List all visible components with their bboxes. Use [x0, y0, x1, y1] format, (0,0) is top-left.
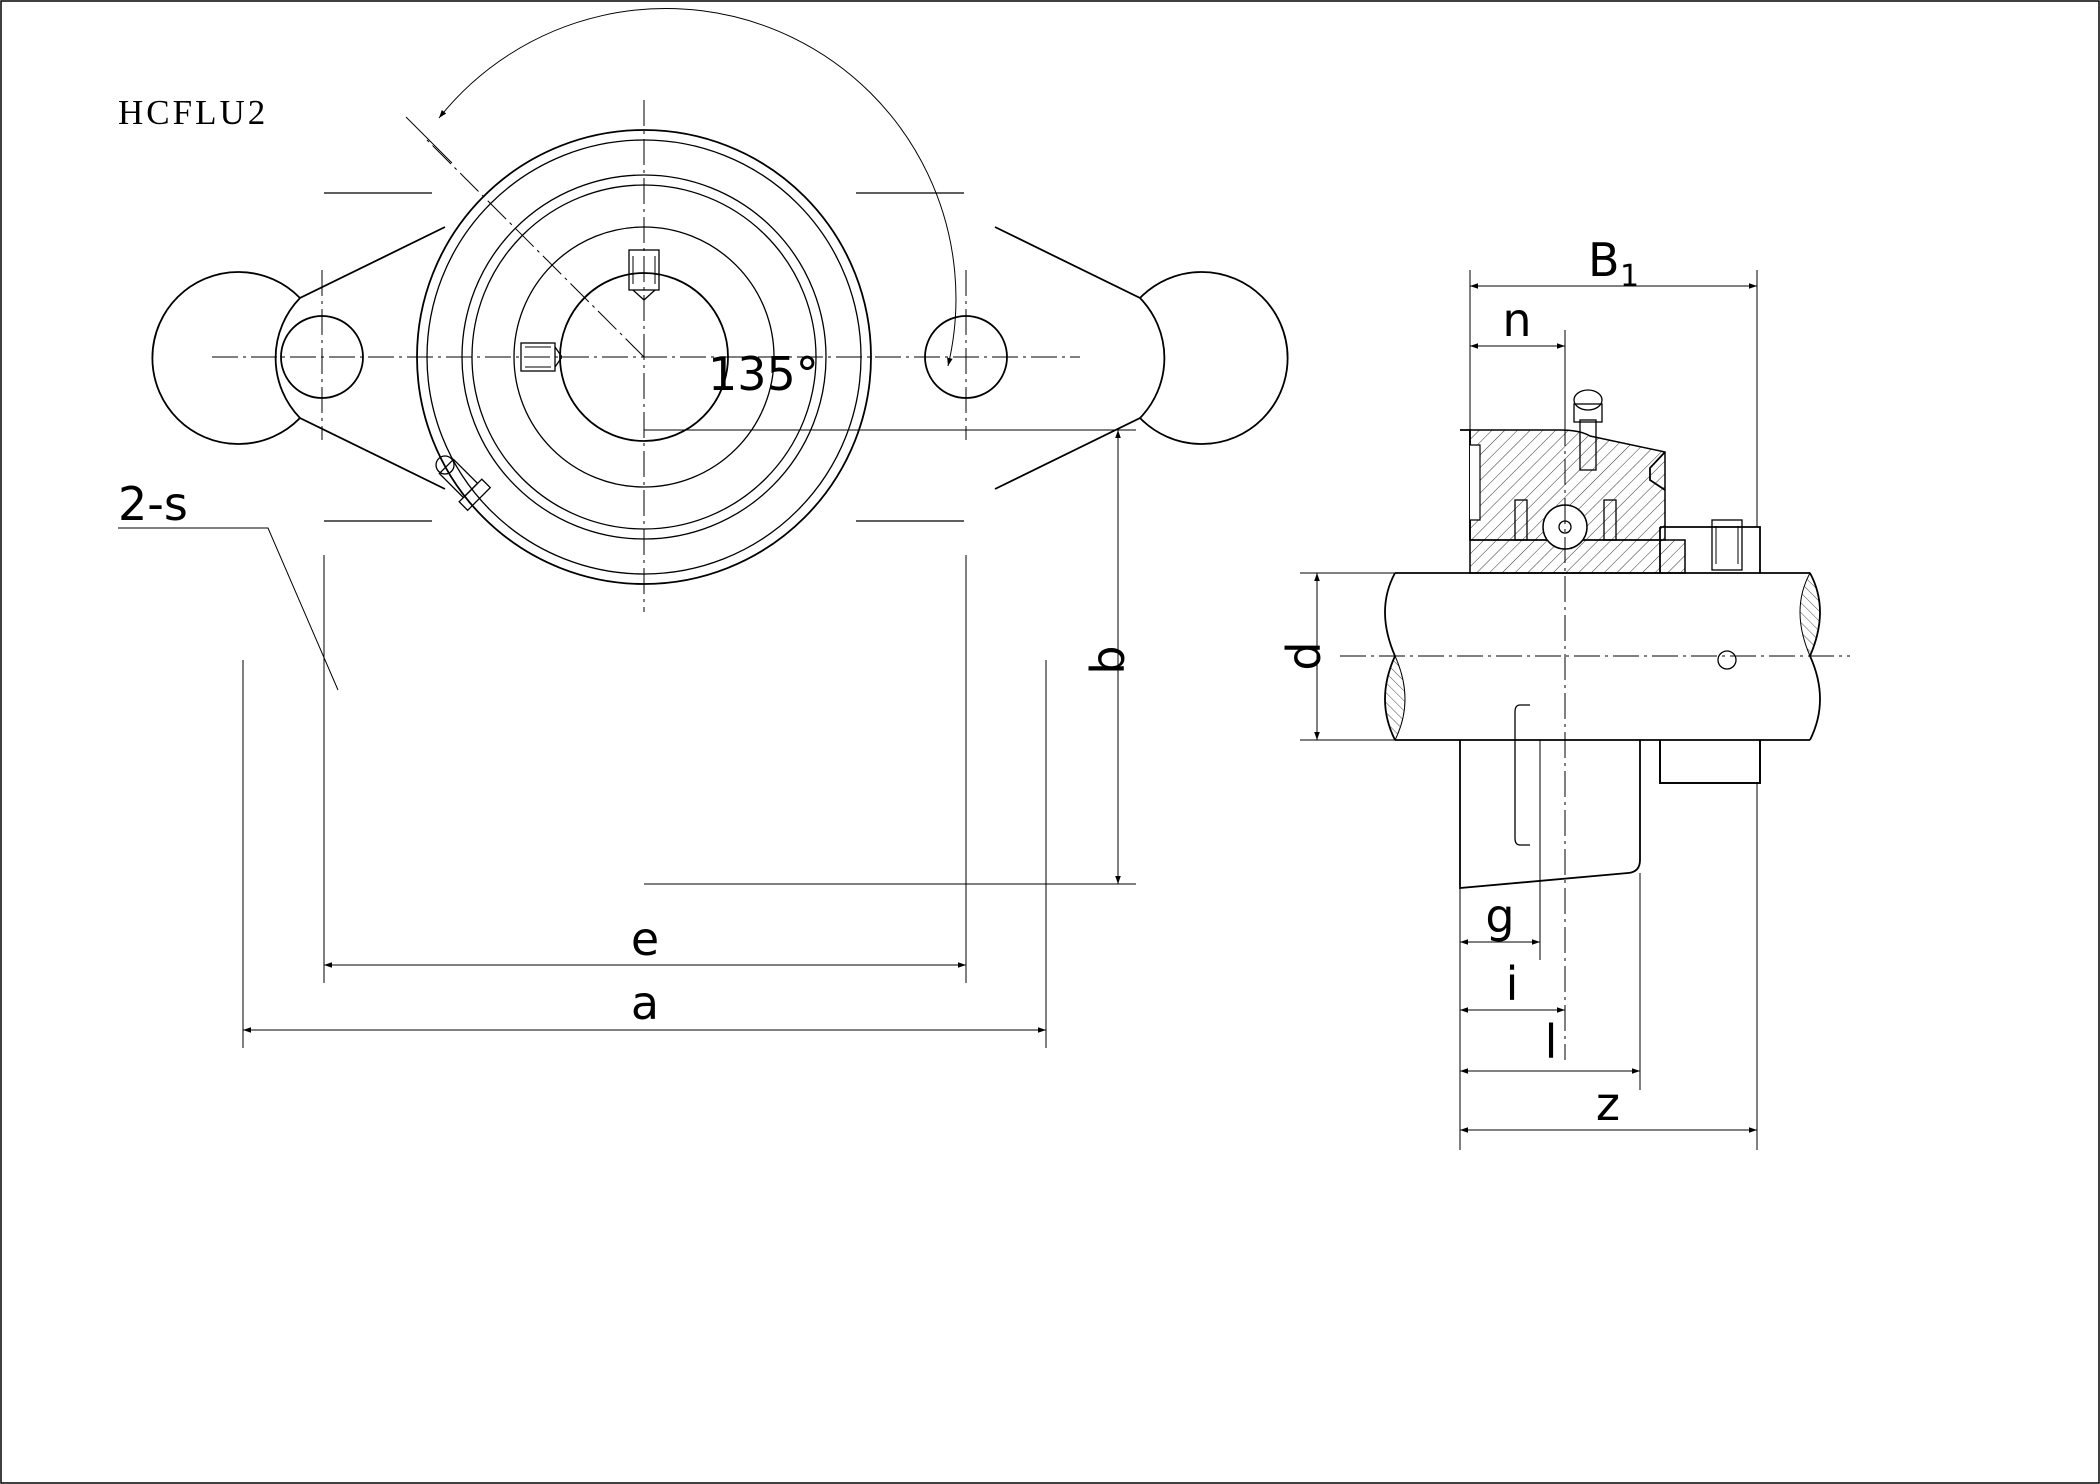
- dim-d-label: d: [1277, 641, 1331, 670]
- side-view: B 1 n d g i l z: [1277, 233, 1850, 1150]
- drawing-title: HCFLU2: [118, 93, 268, 132]
- dim-g-label: g: [1485, 889, 1514, 943]
- front-view: 135° 2-s b e a: [118, 8, 1289, 1048]
- locking-collar: [1659, 519, 1761, 784]
- holes-label: 2-s: [118, 477, 188, 531]
- holes-leader: [118, 527, 339, 691]
- dim-z-label: z: [1596, 1077, 1620, 1131]
- angle-arc: [438, 8, 957, 367]
- shaft-break-hatch-right: [1799, 571, 1821, 658]
- grease-nipple-side: [1573, 389, 1603, 471]
- housing-body-lower: [1459, 740, 1641, 889]
- dim-b1-label: B: [1588, 233, 1620, 287]
- grease-nipple-front: [435, 455, 492, 512]
- dim-n-label: n: [1502, 293, 1531, 347]
- dim-b1-subscript: 1: [1620, 259, 1639, 294]
- angle-label: 135°: [708, 347, 819, 401]
- dim-i-label: i: [1506, 957, 1519, 1011]
- dim-a-label: a: [631, 976, 659, 1030]
- dim-e-label: e: [631, 912, 659, 966]
- dim-b-label: b: [1081, 645, 1135, 674]
- dim-l-label: l: [1545, 1015, 1558, 1069]
- flange-outline: [274, 226, 446, 490]
- shaft-break-hatch-left: [1384, 654, 1406, 742]
